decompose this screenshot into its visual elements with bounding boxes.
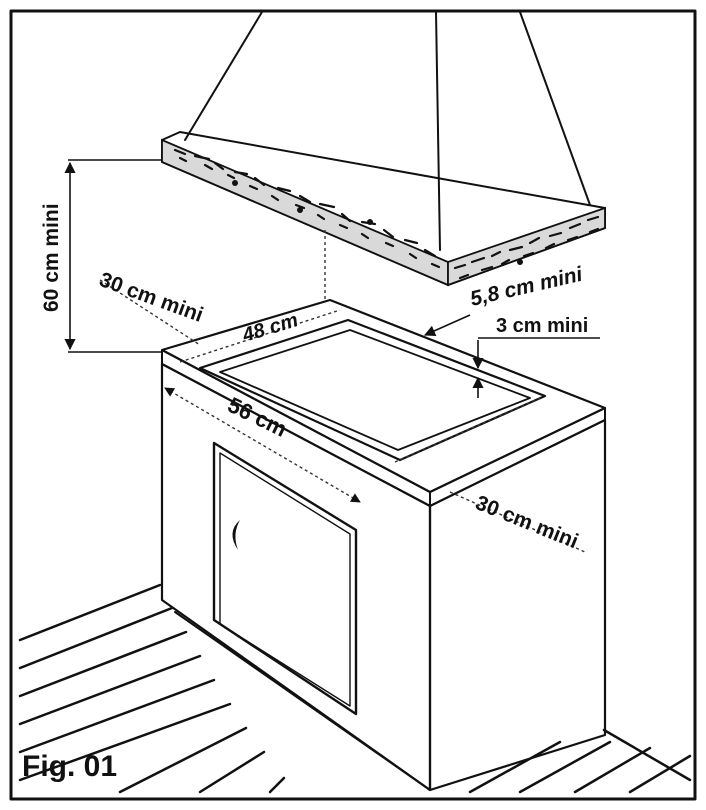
dim-hood-height <box>64 159 162 353</box>
label-cutout-depth: 48 cm <box>239 309 301 347</box>
dim-left-clearance <box>99 279 201 346</box>
door-handle-icon <box>232 520 240 550</box>
dim-right-clearance-line <box>394 397 541 463</box>
label-edge-border: 3 cm mini <box>496 315 588 337</box>
label-hood-height: 60 cm mini <box>40 203 63 312</box>
dim-cutout-depth <box>179 309 341 363</box>
figure-label: Fig. 01 <box>22 750 117 783</box>
label-left-clearance: 30 cm mini <box>96 268 206 327</box>
hood-chimney <box>184 11 591 251</box>
figure-frame <box>9 9 697 801</box>
cabinet <box>160 298 607 792</box>
dim-right-clearance <box>449 491 586 553</box>
hood-beam <box>161 131 606 287</box>
dim-edge-border <box>472 337 600 398</box>
floor-planks-left <box>18 583 286 794</box>
dim-cutout-width <box>164 387 361 503</box>
label-right-clearance: 30 cm mini <box>472 491 581 553</box>
floor-planks-right <box>468 728 692 794</box>
dim-edge-thickness <box>423 314 471 337</box>
